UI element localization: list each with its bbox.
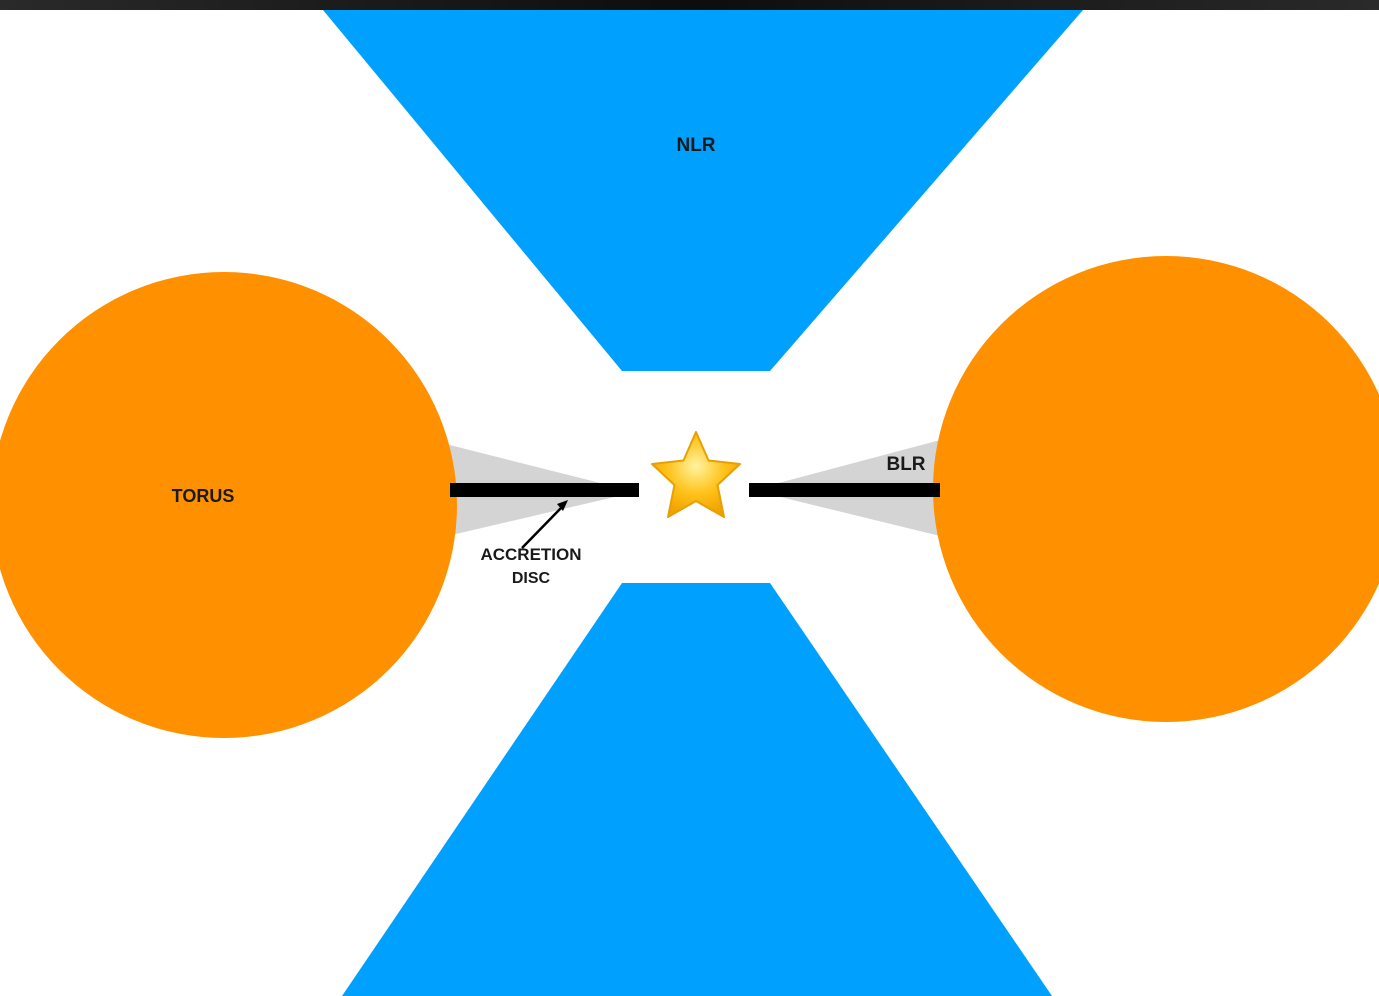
top-dark-strip bbox=[0, 0, 1379, 10]
blr-label: BLR bbox=[886, 454, 925, 475]
accretion-disc-label-line2: DISC bbox=[512, 570, 551, 587]
nlr-label: NLR bbox=[676, 135, 715, 156]
star-icon bbox=[652, 432, 740, 517]
accretion-disc-label-line1: ACCRETION bbox=[480, 545, 581, 564]
accretion-disc-right bbox=[749, 483, 940, 497]
torus-right bbox=[933, 256, 1379, 722]
nlr-cone-bottom bbox=[342, 583, 1052, 996]
accretion-disc-left bbox=[450, 483, 639, 497]
torus-label: TORUS bbox=[172, 486, 235, 506]
nlr-cone-top bbox=[323, 10, 1083, 371]
